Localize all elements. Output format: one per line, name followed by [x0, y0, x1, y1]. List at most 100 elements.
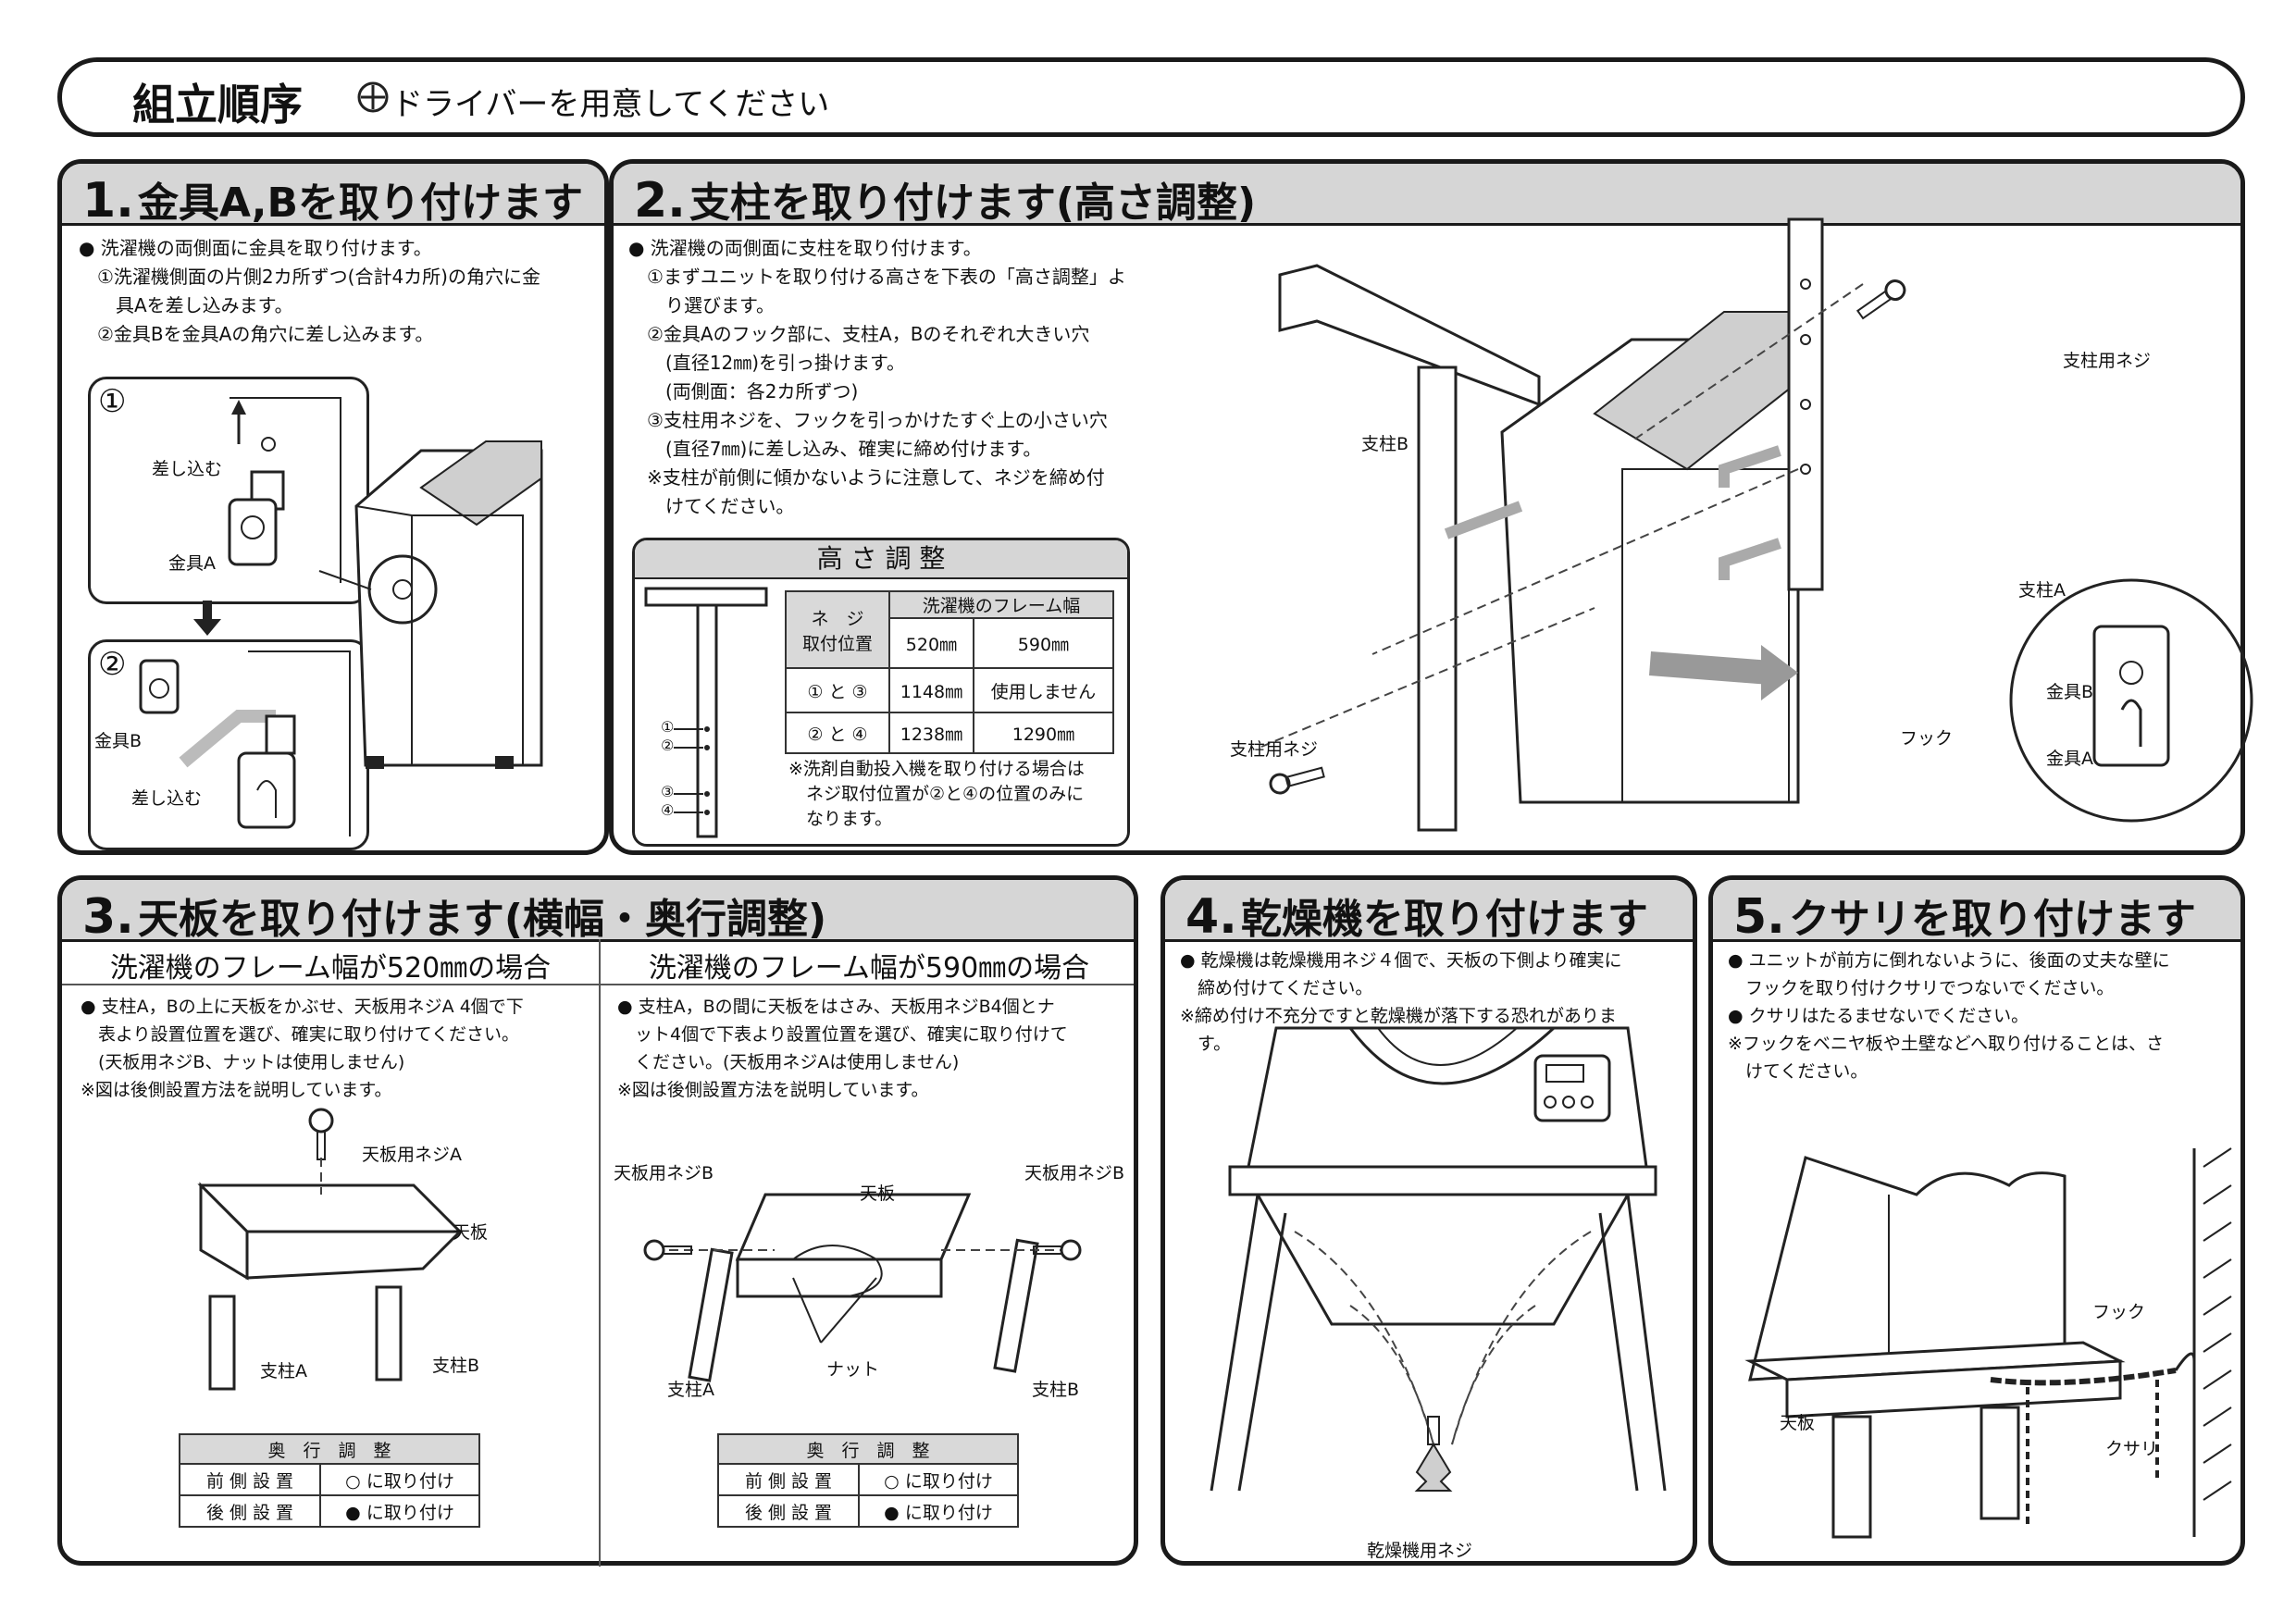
bracket-b-label: 金具B [94, 731, 143, 751]
top-board-label-right: 天板 [860, 1183, 896, 1204]
table-row-pos: ① と ③ [785, 667, 890, 713]
post-attachment-illustration [1260, 217, 2253, 832]
post-b-label-right: 支柱B [1032, 1380, 1080, 1400]
section-3-title: 天板を取り付けます(横幅・奥行調整) [137, 896, 827, 943]
step2-inset: ② 金具B 差し込む [88, 639, 369, 850]
dryer-screw-label: 乾燥機用ネジ [1367, 1541, 1473, 1561]
depth-title-left: 奥 行 調 整 [179, 1433, 480, 1465]
post-diagram [644, 587, 768, 838]
bracket-a-zoom-label: 金具A [2046, 749, 2093, 769]
top-screw-a-label: 天板用ネジA [362, 1145, 462, 1165]
arrow-down-icon [193, 601, 221, 636]
section-4-number: 4. [1185, 889, 1237, 945]
section-4-title-bar: 4.乾燥機を取り付けます [1165, 880, 1693, 945]
section-5-number: 5. [1733, 889, 1785, 945]
bracket-a-illustration [228, 397, 341, 583]
section-2-title: 支柱を取り付けます(高さ調整) [689, 180, 1257, 227]
bracket-a-label: 金具A [168, 553, 216, 574]
top-screw-b-label-left: 天板用ネジB [614, 1163, 714, 1183]
insert-label-2: 差し込む [131, 788, 203, 809]
top-screw-b-label-right: 天板用ネジB [1024, 1163, 1125, 1183]
right-subtitle: 洗濯機のフレーム幅が590㎜の場合 [648, 952, 1090, 985]
height-adjust-title: 高 さ 調 整 [635, 540, 1127, 579]
screw-position-header: ネ ジ 取付位置 [785, 590, 890, 669]
col-520: 520㎜ [888, 617, 974, 669]
section-4: 4.乾燥機を取り付けます ● 乾燥機は乾燥機用ネジ４個で、天板の下側より確実に … [1160, 875, 1697, 1566]
page-title: 組立順序 [132, 80, 303, 130]
section-1-text: ● 洗濯機の両側面に金具を取り付けます。 ①洗濯機側面の片側2カ所ずつ(合計4カ… [79, 237, 540, 345]
table-cell: 1148㎜ [888, 667, 974, 713]
post-a-label-right: 支柱A [667, 1380, 714, 1400]
height-adjust-table: ネ ジ 取付位置 洗濯機のフレーム幅 520㎜ 590㎜ ① と ③ 1148㎜… [785, 590, 1115, 754]
top-board-520-illustration [197, 1108, 464, 1391]
depth-title-right: 奥 行 調 整 [717, 1433, 1019, 1465]
mark-3: ③ [661, 783, 675, 800]
left-subtitle: 洗濯機のフレーム幅が520㎜の場合 [109, 952, 552, 985]
table-row-pos: ② と ④ [785, 712, 890, 754]
step1-inset: ① 差し込む 金具A [88, 377, 369, 604]
section-1-number: 1. [82, 173, 134, 229]
col-590: 590㎜ [972, 617, 1115, 669]
attach-text: に取り付け [366, 1470, 454, 1492]
step2-number: ② [98, 646, 127, 683]
dryer-illustration [1210, 1026, 1667, 1492]
chain-label: クサリ [2105, 1439, 2159, 1459]
table-cell: 1238㎜ [888, 712, 974, 754]
section-1-title-bar: 1.金具A,Bを取り付けます [62, 164, 604, 229]
table-cell: 使用しません [972, 667, 1115, 713]
section-5-text: ● ユニットが前方に倒れないように、後面の丈夫な壁に フックを取り付けクサリでつ… [1728, 950, 2170, 1082]
hook-label: フック [1900, 728, 1954, 749]
right-text: ● 支柱A，Bの間に天板をはさみ、天板用ネジB4個とナ ット4個で下表より設置位… [617, 997, 1068, 1100]
section-2-number: 2. [634, 173, 686, 229]
section-4-title: 乾燥機を取り付けます [1240, 896, 1648, 943]
top-board-label-5: 天板 [1780, 1413, 1816, 1433]
depth-front: 前 側 設 置 [179, 1463, 321, 1496]
attach-text: に取り付け [904, 1502, 993, 1523]
section-1: 1.金具A,Bを取り付けます ● 洗濯機の両側面に金具を取り付けます。 ①洗濯機… [57, 159, 609, 855]
section-3-subheader-line [62, 984, 1134, 985]
wall-hook-label: フック [2092, 1302, 2146, 1322]
mark-2: ② [661, 737, 675, 754]
section-1-title: 金具A,Bを取り付けます [137, 180, 584, 227]
circle-filled-icon: ● [345, 1502, 361, 1523]
circle-open-icon: ○ [884, 1470, 900, 1492]
attach-text: に取り付け [904, 1470, 993, 1492]
depth-front: 前 側 設 置 [717, 1463, 860, 1496]
section-3-number: 3. [82, 889, 134, 945]
plus-screwdriver-icon [357, 81, 389, 113]
washing-machine-illustration [318, 440, 543, 769]
post-b-label: 支柱B [1361, 434, 1409, 454]
step1-number: ① [98, 383, 127, 420]
depth-back: 後 側 設 置 [717, 1494, 860, 1528]
nut-label: ナット [826, 1359, 880, 1380]
height-adjust-note: ※洗剤自動投入機を取り付ける場合は ネジ取付位置が②と④の位置のみに なります。 [788, 759, 1085, 829]
post-b-label-left: 支柱B [432, 1356, 480, 1376]
left-text: ● 支柱A，Bの上に天板をかぶせ、天板用ネジA 4個で下 表より設置位置を選び、… [81, 997, 524, 1100]
driver-note: ドライバーを用意してください [391, 86, 830, 123]
depth-back: 後 側 設 置 [179, 1494, 321, 1528]
insert-label-1: 差し込む [152, 459, 223, 479]
section-2-text: ● 洗濯機の両側面に支柱を取り付けます。 ①まずユニットを取り付ける高さを下表の… [628, 237, 1126, 517]
circle-filled-icon: ● [884, 1502, 900, 1523]
mark-4: ④ [661, 801, 675, 819]
chain-illustration [1744, 1147, 2232, 1539]
section-2-title-bar: 2.支柱を取り付けます(高さ調整) [614, 164, 2240, 229]
post-screw-label-bottom: 支柱用ネジ [1230, 739, 1319, 760]
post-a-label: 支柱A [2018, 580, 2066, 601]
section-3-title-bar: 3.天板を取り付けます(横幅・奥行調整) [62, 880, 1134, 945]
frame-width-header: 洗濯機のフレーム幅 [888, 590, 1114, 619]
bracket-b-zoom-label: 金具B [2046, 682, 2094, 702]
attach-text: に取り付け [366, 1502, 454, 1523]
circle-open-icon: ○ [345, 1470, 361, 1492]
depth-table-left: 奥 行 調 整 前 側 設 置 ○ に取り付け 後 側 設 置 ● に取り付け [179, 1433, 480, 1528]
mark-1: ① [661, 718, 675, 736]
header-frame: 組立順序 ドライバーを用意してください [57, 57, 2245, 137]
section-3: 3.天板を取り付けます(横幅・奥行調整) 洗濯機のフレーム幅が520㎜の場合 ●… [57, 875, 1138, 1567]
height-adjust-box: 高 さ 調 整 ① ② ③ ④ ネ ジ 取付位置 洗濯機のフレーム幅 520㎜ … [632, 538, 1130, 847]
top-board-label-left: 天板 [453, 1222, 489, 1243]
bracket-b-illustration [139, 650, 351, 836]
section-5-title-bar: 5.クサリを取り付けます [1713, 880, 2240, 945]
section-2: 2.支柱を取り付けます(高さ調整) ● 洗濯機の両側面に支柱を取り付けます。 ①… [609, 159, 2253, 855]
section-5-title: クサリを取り付けます [1788, 896, 2196, 943]
section-4-text: ● 乾燥機は乾燥機用ネジ４個で、天板の下側より確実に 締め付けてください。 ※締… [1180, 950, 1622, 1054]
